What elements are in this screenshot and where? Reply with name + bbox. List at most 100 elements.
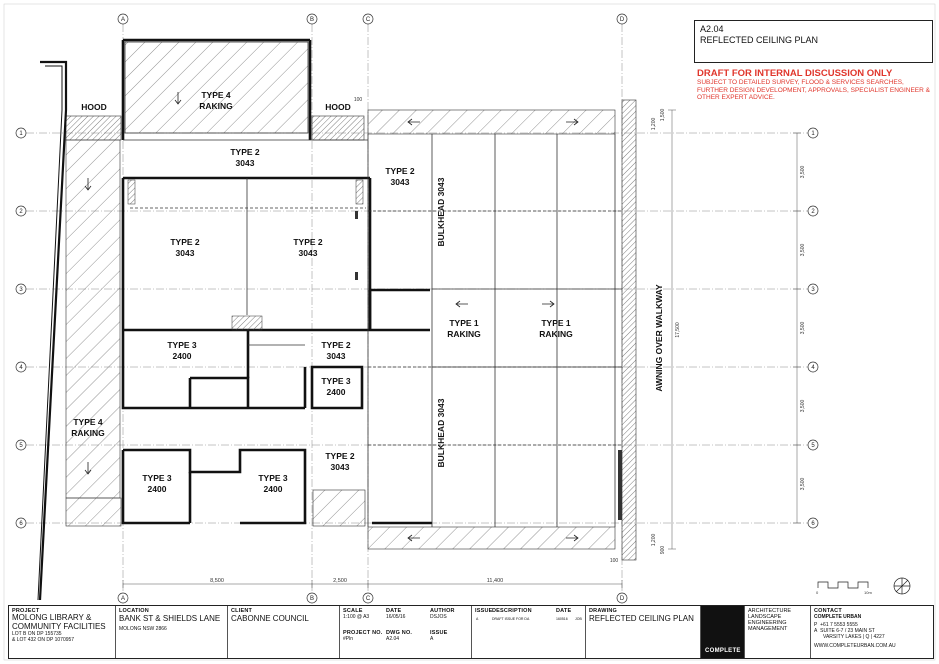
- hood-left-label: HOOD: [81, 102, 107, 112]
- draft-note: SUBJECT TO DETAILED SURVEY, FLOOD & SERV…: [697, 79, 930, 101]
- project-name-2: COMMUNITY FACILITIES: [12, 621, 106, 631]
- project-cell: PROJECT MOLONG LIBRARY & COMMUNITY FACIL…: [9, 606, 115, 658]
- grid-label-d-bottom: D: [620, 596, 625, 602]
- type2-mid-label: TYPE 2: [321, 340, 351, 350]
- type4-left-tail: [65, 497, 122, 527]
- type1-a-sub: RAKING: [447, 329, 481, 339]
- scale-block: SCALE 1:100 @ A3: [343, 608, 369, 620]
- website: WWW.COMPLETEURBAN.COM.AU: [814, 643, 896, 649]
- grille-left: [127, 179, 136, 205]
- zone-labels: HOOD HOOD TYPE 4 RAKING TYPE 4 RAKING TY…: [71, 90, 664, 494]
- type3-a-height: 2400: [173, 351, 192, 361]
- grid-label-3-left: 3: [19, 287, 23, 293]
- type2-low-height: 3043: [331, 462, 350, 472]
- grid-label-c-bottom: C: [366, 596, 371, 602]
- dim-2-3: 3,500: [800, 244, 806, 257]
- type1-b-sub: RAKING: [539, 329, 573, 339]
- sheet-number: A2.04: [700, 24, 724, 34]
- author-block: AUTHOR DSJOS: [430, 608, 455, 620]
- drawing-cell: DRAWING REFLECTED CEILING PLAN: [585, 606, 700, 658]
- client-name: CABONNE COUNCIL: [231, 614, 309, 623]
- type2-upper-label: TYPE 2: [230, 147, 260, 157]
- issue-label: ISSUE: [430, 630, 448, 636]
- project-lot-2: & LOT 432 ON DP 1070957: [12, 637, 75, 643]
- type1-a-label: TYPE 1: [449, 318, 479, 328]
- type2-mid-height: 3043: [327, 351, 346, 361]
- type3-d-label: TYPE 3: [258, 473, 288, 483]
- arrow-down-icon: [84, 178, 92, 191]
- type2-room-right-height: 3043: [299, 248, 318, 258]
- dim-1-2: 3,500: [800, 166, 806, 179]
- issue-row-description: DRAFT ISSUE FOR DA: [492, 617, 530, 621]
- right-dimension-labels: 3,500 3,500 3,500 3,500 3,500 17,500 1,2…: [354, 97, 806, 564]
- type3-c-height: 2400: [148, 484, 167, 494]
- grid-label-a-bottom: A: [121, 596, 125, 602]
- address-line-2: VARSITY LAKES | Q | 4227: [823, 634, 885, 640]
- scale-cell: SCALE 1:100 @ A3 DATE 16/05/16 AUTHOR DS…: [339, 606, 471, 658]
- grid-label-1-left: 1: [19, 131, 23, 137]
- raking-arrows: [84, 92, 579, 542]
- grid-bubbles: [15, 13, 819, 604]
- date-block: DATE 16/05/16: [386, 608, 405, 620]
- description-col-label: DESCRIPTION: [492, 608, 532, 614]
- type4-left-label: TYPE 4: [73, 417, 103, 427]
- author-label: AUTHOR: [430, 608, 455, 614]
- discipline-engineering: ENGINEERING: [748, 620, 787, 626]
- grid-label-b-bottom: B: [310, 596, 314, 602]
- scale-bar-end: 10m: [864, 590, 872, 595]
- project-lot-1: LOT B ON DP 155735: [12, 631, 62, 637]
- bulkhead-lower-label: BULKHEAD 3043: [436, 398, 446, 467]
- grid-label-a-top: A: [121, 17, 125, 23]
- issue-row-by: JOB: [575, 617, 582, 621]
- date-value: 16/05/16: [386, 614, 406, 620]
- dwg-no-value: A2.04: [386, 636, 400, 642]
- contact-label: CONTACT: [814, 608, 842, 614]
- dim-a-b: 8,500: [210, 578, 224, 584]
- grille-right: [355, 179, 364, 205]
- level-top: 100: [354, 97, 363, 103]
- dim-b-c: 2,500: [333, 578, 347, 584]
- wall-mark-2: [355, 272, 358, 280]
- arrow-left-icon: [455, 300, 468, 308]
- site-boundary-line: [38, 60, 68, 601]
- client-label: CLIENT: [231, 608, 253, 614]
- type2-room-right-label: TYPE 2: [293, 237, 323, 247]
- arrow-down-icon: [84, 462, 92, 475]
- company-name: COMPLETE URBAN: [814, 614, 862, 620]
- type2-upper-height: 3043: [236, 158, 255, 168]
- bottom-dimension-lines: [122, 580, 623, 588]
- address-line-1: SUITE 6-7 / 23 MAIN ST: [820, 628, 875, 634]
- dim-edge-top-1: 1,200: [651, 118, 657, 131]
- phone-label: P: [814, 622, 818, 628]
- discipline-architecture: ARCHITECTURE: [748, 608, 792, 614]
- project-no-value: #Pln: [343, 636, 354, 642]
- grille-centre: [231, 315, 263, 331]
- arrow-right-icon: [566, 534, 579, 542]
- client-cell: CLIENT CABONNE COUNCIL: [227, 606, 339, 658]
- level-bottom: 100: [610, 558, 619, 564]
- location-line-2: MOLONG NSW 2866: [119, 626, 167, 632]
- bottom-dimension-labels: 8,500 2,500 11,400: [210, 578, 503, 584]
- walls-heavy: [121, 38, 432, 525]
- arrow-left-icon: [407, 118, 420, 126]
- arrow-right-icon: [542, 300, 555, 308]
- dim-4-5: 3,500: [800, 400, 806, 413]
- grid-label-1-right: 1: [811, 131, 815, 137]
- project-name-1: MOLONG LIBRARY &: [12, 613, 92, 622]
- dim-c-d: 11,400: [487, 578, 503, 584]
- arrow-down-icon: [174, 92, 182, 105]
- drawing-label: DRAWING: [589, 608, 617, 614]
- type4-top-sub: RAKING: [199, 101, 233, 111]
- type2-room-left-label: TYPE 2: [170, 237, 200, 247]
- location-label: LOCATION: [119, 608, 149, 614]
- dim-edge-top-2: 1,500: [660, 109, 666, 122]
- drawing-name: REFLECTED CEILING PLAN: [589, 614, 694, 623]
- type3-c-label: TYPE 3: [142, 473, 172, 483]
- grid-label-2-left: 2: [19, 209, 23, 215]
- dim-edge-bottom-2: 900: [660, 546, 666, 555]
- grid-label-5-left: 5: [19, 443, 23, 449]
- address-label: A: [814, 628, 818, 634]
- wall-mark-1: [355, 211, 358, 219]
- company-logo: COMPLETE: [700, 606, 744, 658]
- arrow-right-icon: [566, 118, 579, 126]
